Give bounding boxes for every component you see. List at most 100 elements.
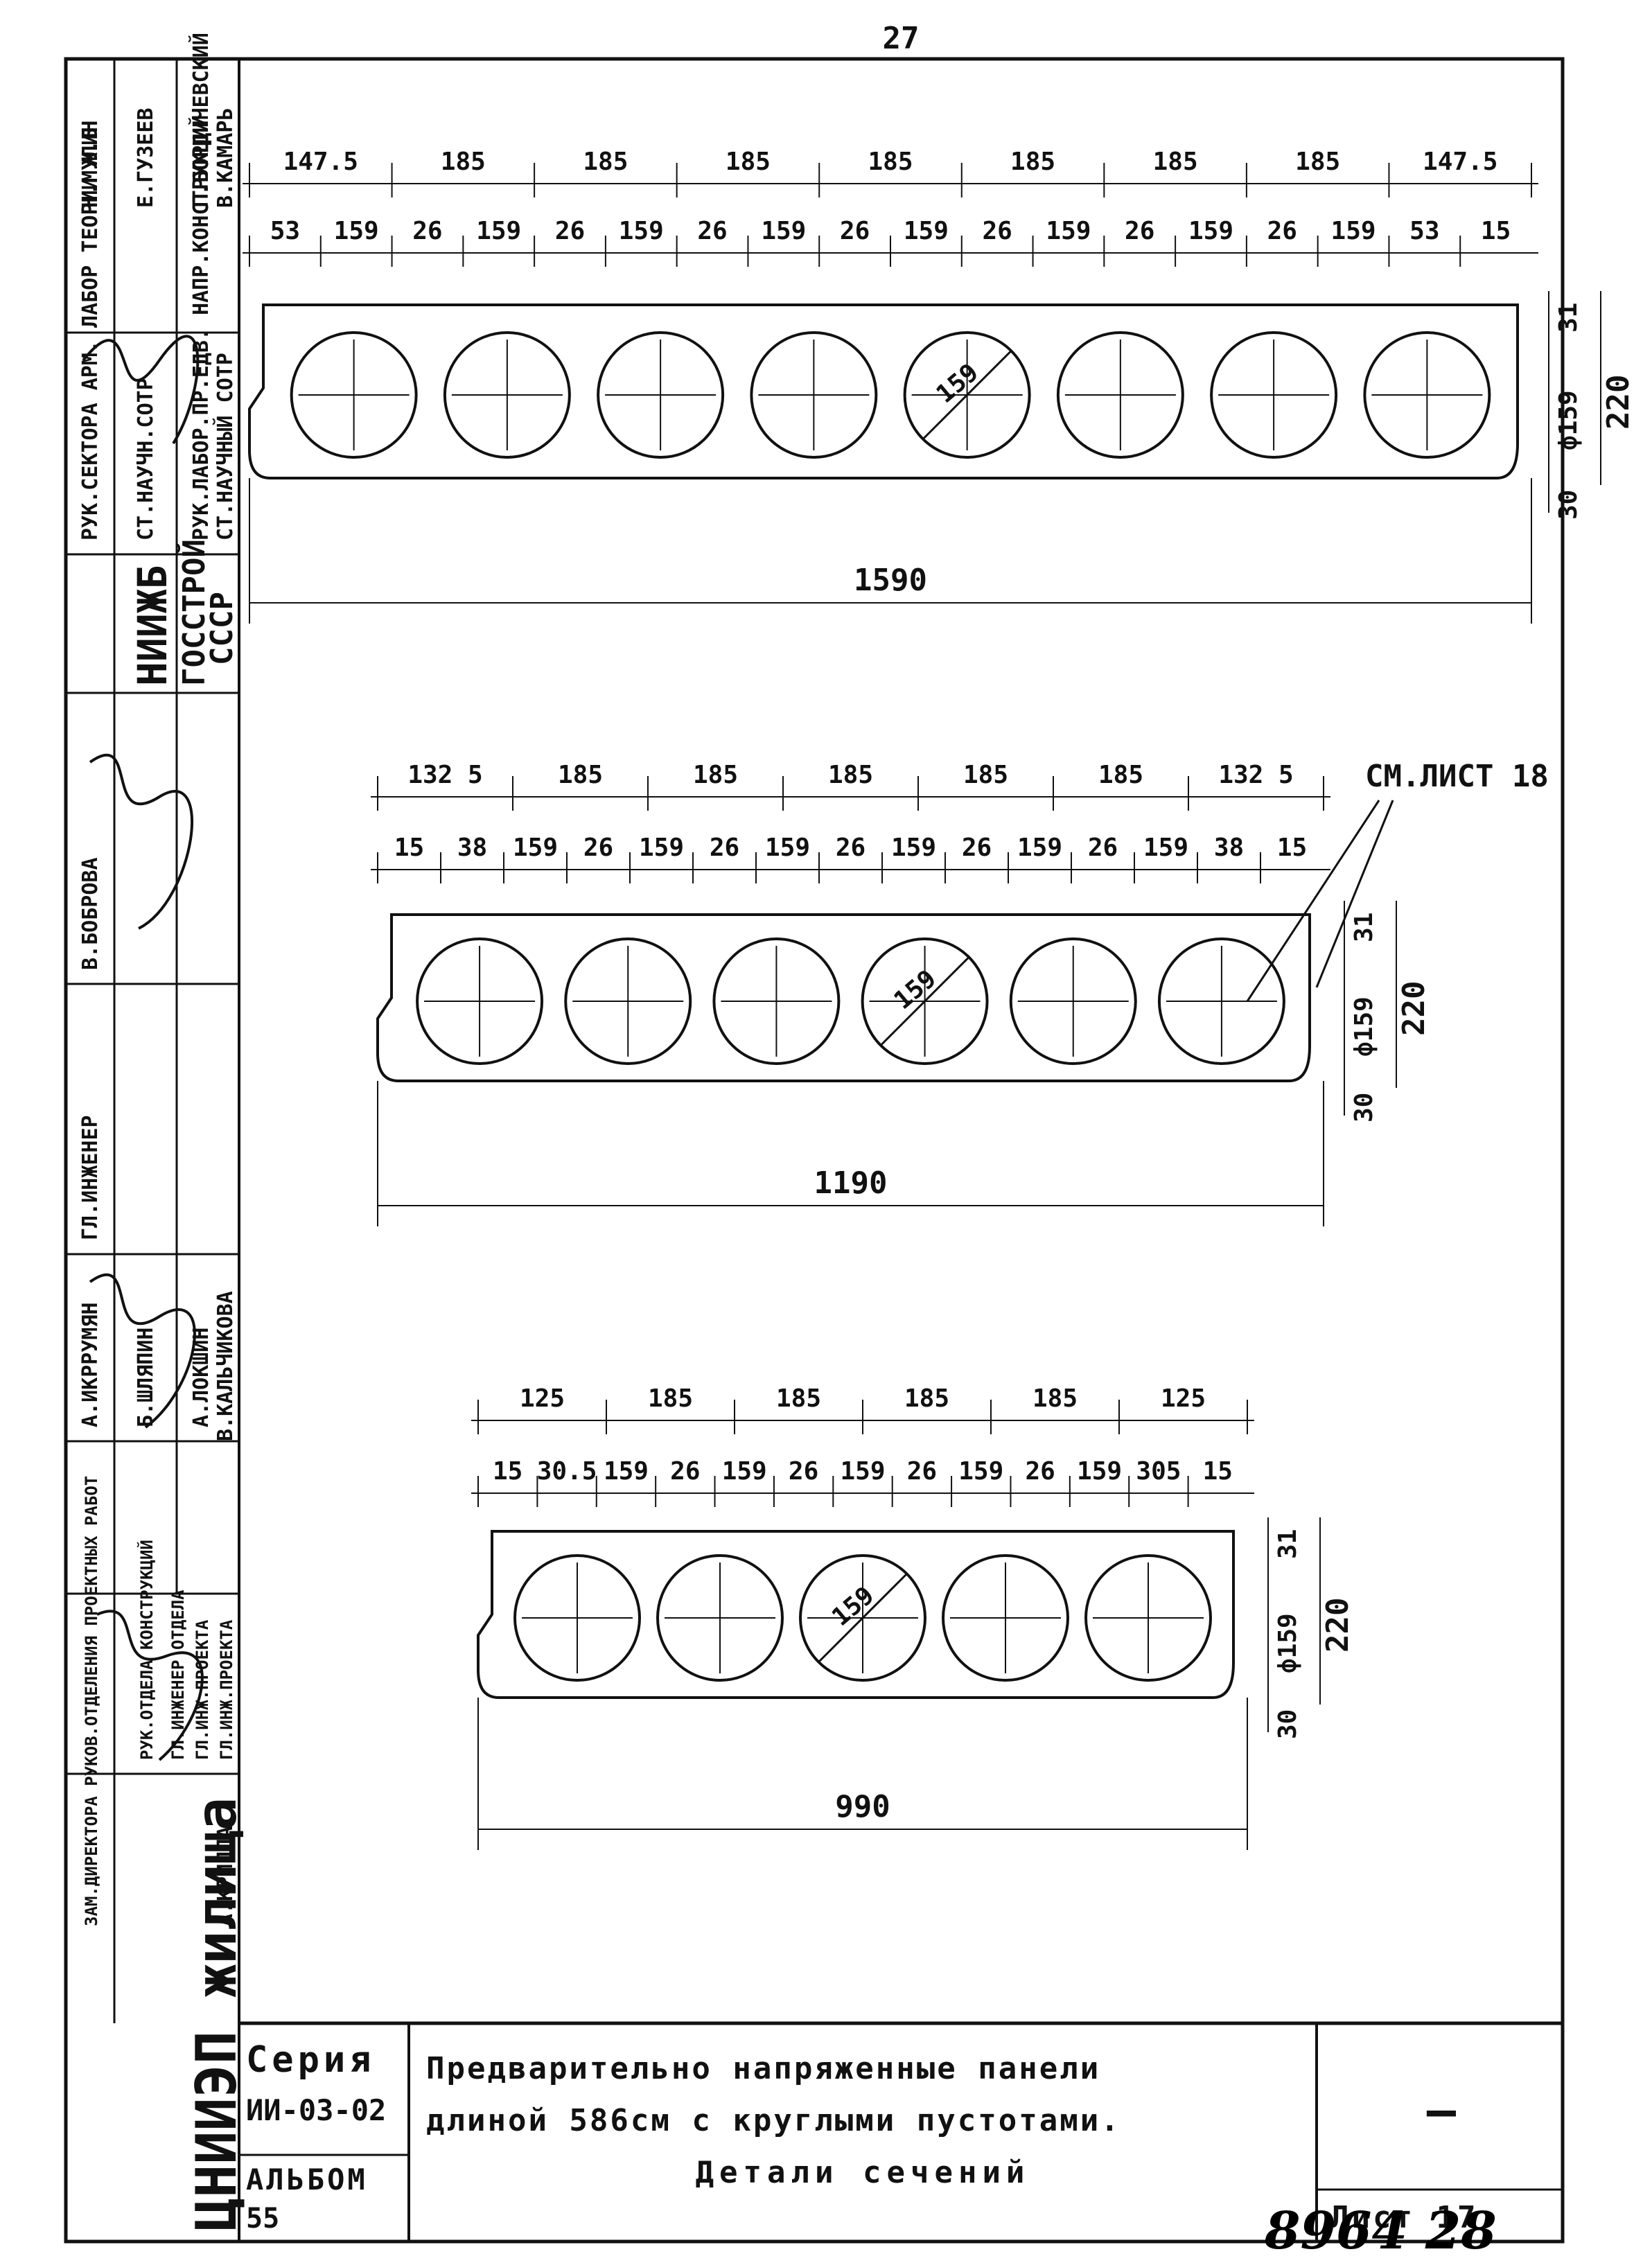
top-dimension: 185 bbox=[1153, 148, 1198, 176]
top-offset-label: 31 bbox=[1350, 913, 1378, 942]
album-value: 55 bbox=[246, 2203, 279, 2235]
panel-outline bbox=[248, 303, 1519, 479]
top-dimension: 185 bbox=[726, 148, 771, 176]
sub-dimension: 159 bbox=[840, 1457, 885, 1486]
sheet-label: Лист 17 bbox=[1330, 2200, 1478, 2235]
sub-dimension: 159 bbox=[1017, 834, 1062, 862]
sub-dimension: 26 bbox=[907, 1457, 937, 1486]
sub-dimension: 15 bbox=[394, 834, 424, 862]
name-label: А.ИКРРУМЯН bbox=[78, 1302, 103, 1427]
sub-dimension: 26 bbox=[1088, 834, 1118, 862]
sub-dimension: 26 bbox=[697, 217, 727, 245]
void-circle bbox=[903, 331, 1031, 459]
title-line-3: Детали сечений bbox=[696, 2155, 1030, 2190]
sub-dimension: 159 bbox=[1143, 834, 1188, 862]
sub-dimension: 159 bbox=[958, 1457, 1003, 1486]
sub-dimension: 159 bbox=[639, 834, 684, 862]
title-line-2: длиной 586см с круглыми пустотами. bbox=[426, 2103, 1121, 2138]
org-tsniiep: ЦНИИЭП жилища bbox=[184, 1797, 249, 2231]
top-dimension: 132 5 bbox=[407, 761, 482, 789]
void-circle bbox=[1157, 937, 1285, 1065]
void-circle bbox=[1210, 331, 1338, 459]
sub-dimension: 26 bbox=[412, 217, 442, 245]
top-dimension: 185 bbox=[1032, 1384, 1078, 1413]
top-dimension: 185 bbox=[828, 761, 873, 789]
sub-dimension: 159 bbox=[619, 217, 664, 245]
sub-dimension: 159 bbox=[476, 217, 521, 245]
album-label: АЛЬБОМ bbox=[246, 2163, 368, 2196]
sub-dimension: 159 bbox=[604, 1457, 649, 1486]
name-label: В.БОБРОВА bbox=[78, 857, 103, 970]
sub-dimension: 26 bbox=[982, 217, 1012, 245]
top-dimension: 125 bbox=[520, 1384, 565, 1413]
sub-dimension: 53 bbox=[270, 217, 300, 245]
void-circle bbox=[513, 1554, 641, 1682]
sub-dimension: 26 bbox=[1267, 217, 1297, 245]
bottom-offset-label: 30 bbox=[1350, 1093, 1378, 1122]
role-label: ЗАМ.ДИРЕКТОРА РУКОВ.ОТДЕЛЕНИЯ ПРОЕКТНЫХ … bbox=[82, 1476, 101, 1926]
sub-dimension: 38 bbox=[457, 834, 487, 862]
sub-dimension: 159 bbox=[761, 217, 806, 245]
sub-dimension: 30.5 bbox=[537, 1457, 597, 1486]
sub-dimension: 305 bbox=[1136, 1457, 1181, 1486]
signature bbox=[89, 1273, 196, 1429]
top-dimension: 185 bbox=[583, 148, 628, 176]
title-block: Серия ИИ-03-02 АЛЬБОМ 55 Предварительно … bbox=[239, 2021, 1563, 2242]
sheet-border bbox=[64, 57, 1565, 2244]
top-dimension: 185 bbox=[1295, 148, 1340, 176]
sub-dimension: 159 bbox=[891, 834, 936, 862]
top-dimension: 185 bbox=[776, 1384, 821, 1413]
sub-dimension: 38 bbox=[1214, 834, 1244, 862]
reference-leader bbox=[1246, 800, 1380, 1002]
name-label: А.КРИППА bbox=[213, 1826, 238, 1927]
diameter-label: 159 bbox=[827, 1581, 879, 1632]
sub-dimension: 15 bbox=[1203, 1457, 1233, 1486]
sub-dimension: 26 bbox=[555, 217, 585, 245]
signature bbox=[82, 335, 200, 445]
diameter-leader bbox=[922, 350, 1012, 440]
sheet-reference: СМ.ЛИСТ 18 bbox=[1365, 759, 1549, 794]
sheet-id: 8964 28 bbox=[1264, 2201, 1497, 2261]
sub-dimension: 159 bbox=[1188, 217, 1233, 245]
sub-dimension: 159 bbox=[1046, 217, 1091, 245]
sub-dimension: 159 bbox=[513, 834, 558, 862]
height-label: 220 bbox=[1601, 375, 1636, 430]
void-circle bbox=[1084, 1554, 1212, 1682]
top-dimension: 147.5 bbox=[1423, 148, 1497, 176]
sub-dimension: 159 bbox=[765, 834, 810, 862]
role-label: РУК.СЕКТОРА АРМ. ЛАБОР ТЕОРИИ Ж.Б bbox=[78, 127, 103, 540]
top-offset-label: 31 bbox=[1554, 303, 1583, 333]
top-dimension: 185 bbox=[441, 148, 486, 176]
sub-dimension: 53 bbox=[1409, 217, 1439, 245]
void-circle bbox=[1056, 331, 1184, 459]
name-label: В.КАМАРЬ bbox=[213, 108, 238, 209]
sub-dimension: 26 bbox=[1025, 1457, 1055, 1486]
sub-dimension: 26 bbox=[583, 834, 613, 862]
name-label: Б.ШЛЯПИН bbox=[134, 1328, 158, 1428]
length-label: 1190 bbox=[814, 1165, 888, 1201]
role-label: СТ.НАУЧНЫЙ СОТР bbox=[213, 353, 238, 540]
sub-dimension: 26 bbox=[710, 834, 739, 862]
diameter-label: 159 bbox=[889, 965, 942, 1015]
role-label: ГЛ.ИНЖЕНЕР bbox=[78, 1115, 103, 1240]
sub-dimension: 26 bbox=[789, 1457, 818, 1486]
series-label: Серия bbox=[246, 2039, 376, 2081]
void-circle bbox=[290, 331, 418, 459]
length-label: 990 bbox=[835, 1789, 890, 1824]
sub-dimension: 26 bbox=[1125, 217, 1154, 245]
sub-dimension: 26 bbox=[836, 834, 865, 862]
void-circle bbox=[942, 1554, 1069, 1682]
length-label: 1590 bbox=[854, 563, 927, 598]
sub-dimension: 159 bbox=[1331, 217, 1376, 245]
diameter-dimension-label: ф159 bbox=[1554, 390, 1583, 450]
role-label: РУК.ОТДЕЛА КОНСТРУКЦИЙ bbox=[137, 1540, 157, 1760]
void-circle bbox=[656, 1554, 784, 1682]
void-circle bbox=[416, 937, 544, 1065]
top-dimension: 185 bbox=[693, 761, 738, 789]
reference-leader bbox=[1315, 800, 1394, 988]
top-dimension: 125 bbox=[1161, 1384, 1206, 1413]
sub-dimension: 26 bbox=[840, 217, 870, 245]
height-label: 220 bbox=[1396, 981, 1432, 1036]
